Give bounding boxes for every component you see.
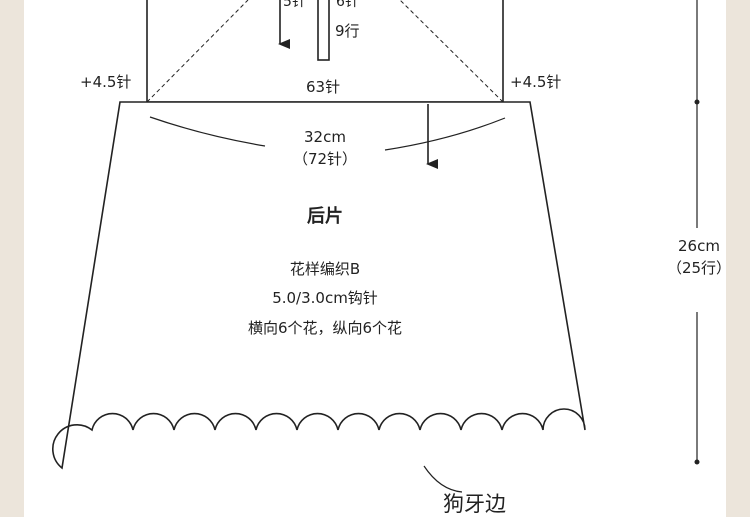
back-panel-outline (52, 101, 586, 470)
dashed-guide-left (146, 0, 249, 103)
edging-leader-line (423, 465, 463, 493)
top-left-stitch-label: 5针 (283, 0, 306, 10)
increase-left-label: +4.5针 (80, 73, 131, 91)
top-right-stitch-label: 6针 (336, 0, 359, 10)
right-border (726, 0, 750, 517)
left-border (0, 0, 24, 517)
increase-right-label: +4.5针 (510, 73, 561, 91)
height-cm-label: 26cm (678, 237, 720, 255)
stitch-count-label: 63针 (306, 78, 340, 96)
width-arc-left (149, 116, 266, 147)
edging-label: 狗牙边 (443, 492, 506, 516)
piece-title: 后片 (307, 205, 343, 227)
height-tick-top (694, 99, 700, 105)
dashed-guide-right (399, 0, 504, 103)
rows-label: 9行 (335, 22, 360, 40)
hook-size-label: 5.0/3.0cm钩针 (272, 289, 378, 307)
width-arc-right (384, 117, 506, 151)
pattern-label: 花样编织B (290, 260, 360, 278)
motif-count-label: 横向6个花，纵向6个花 (248, 319, 402, 337)
width-stitch-label: （72针） (293, 150, 357, 168)
height-rows-label: （25行） (667, 259, 731, 277)
center-slit (317, 0, 330, 61)
height-tick-bottom (694, 459, 700, 465)
width-cm-label: 32cm (304, 128, 346, 146)
